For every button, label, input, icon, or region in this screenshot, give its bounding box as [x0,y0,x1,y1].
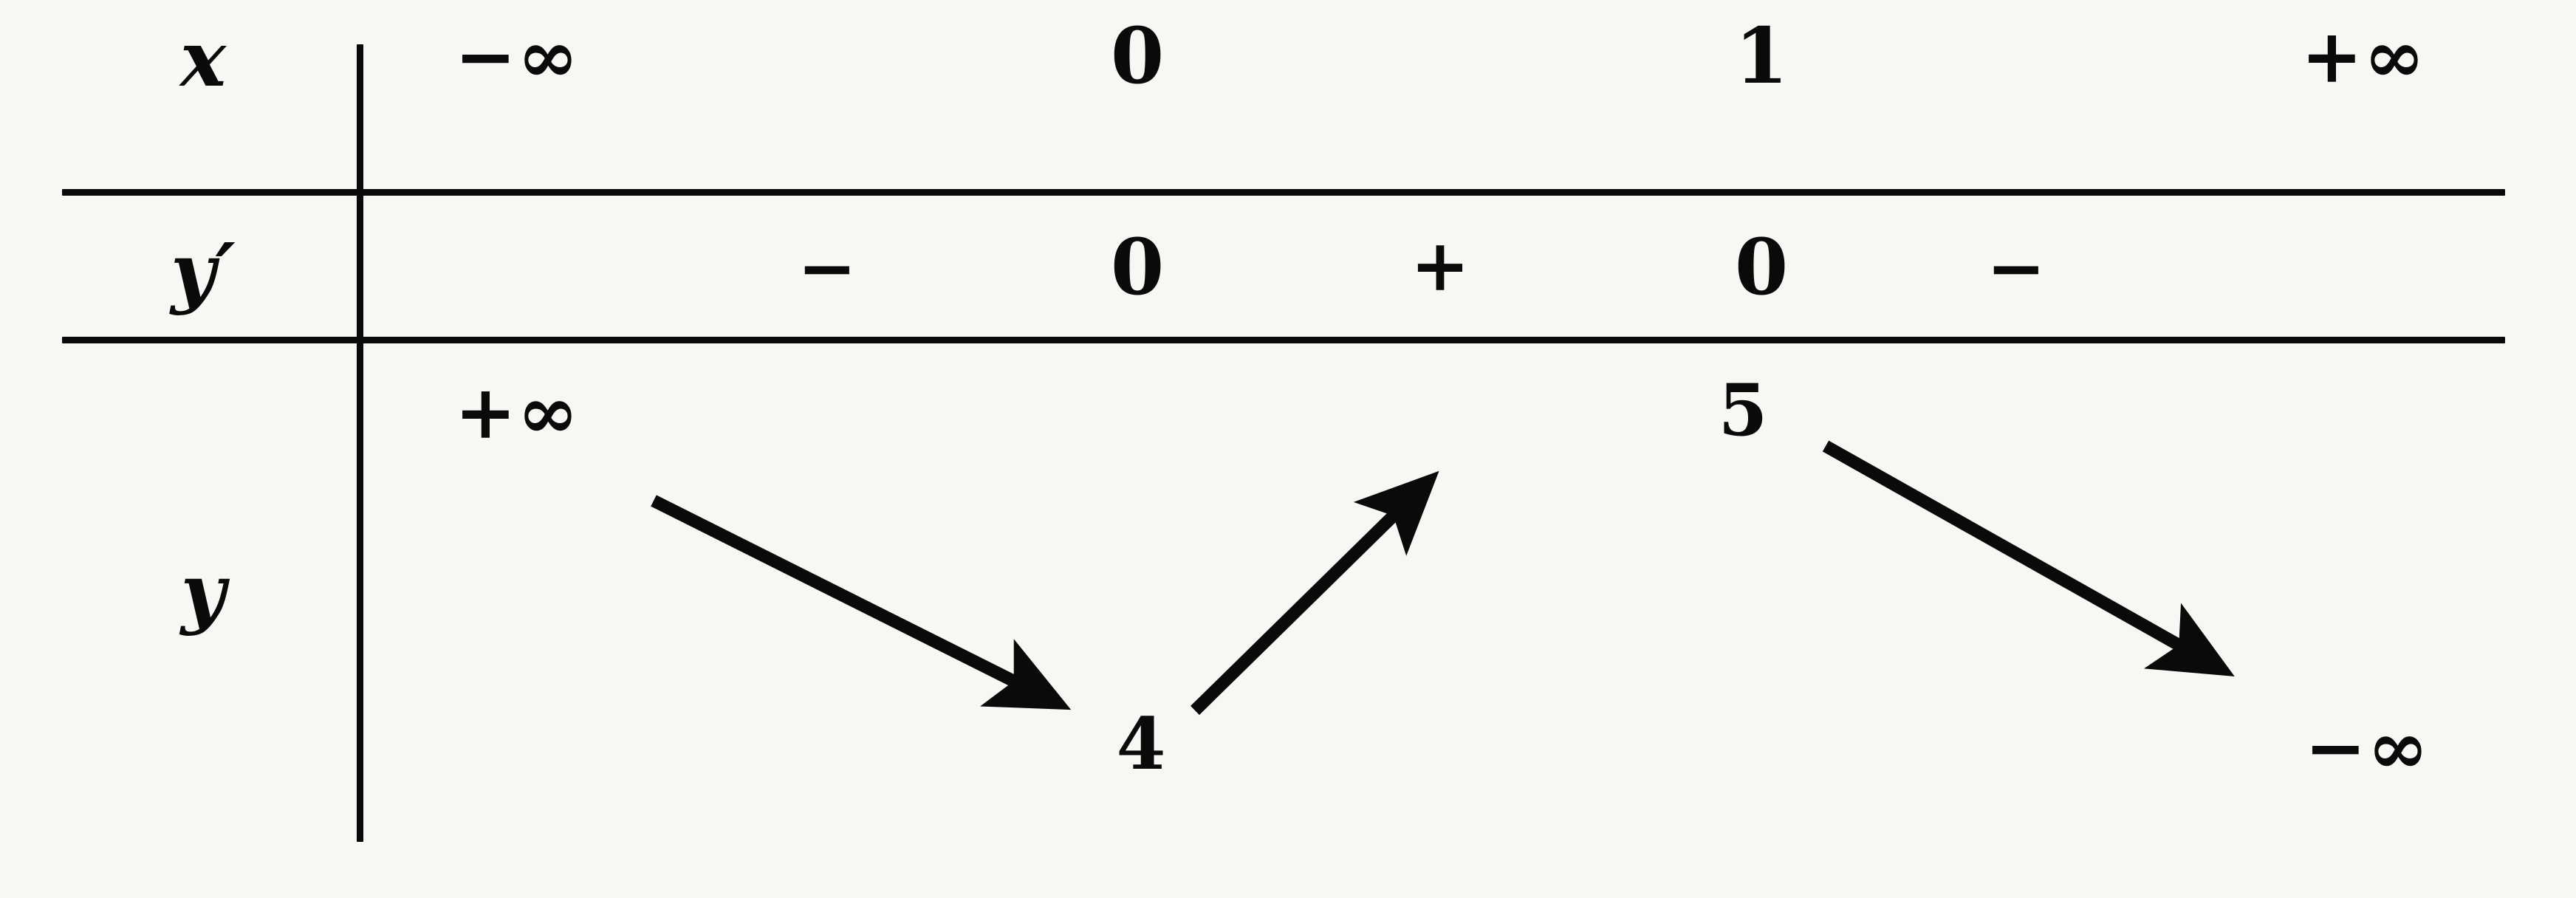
y-value-five: 5 [1718,369,1768,452]
arrow-decreasing-1 [651,495,1072,710]
table-rule-middle [62,337,2505,343]
row-label-y: y [180,546,226,637]
row-label-x: x [179,13,226,104]
arrow-increasing [1191,470,1439,716]
y-value-four: 4 [1116,702,1166,786]
table-vertical-divider [357,44,363,842]
row-label-y-prime: y′ [171,226,236,317]
arrow-decreasing-2 [1822,440,2235,677]
x-value-zero: 0 [1110,10,1165,101]
yprime-sign-minus-2: − [1986,226,2046,309]
table-rule-top [62,189,2505,196]
yprime-zero-1: 0 [1110,222,1165,312]
yprime-sign-plus: + [1410,224,1470,307]
yprime-zero-2: 0 [1734,222,1789,312]
x-value-one: 1 [1734,10,1789,101]
y-value-pos-infinity: +∞ [454,369,580,456]
x-value-pos-infinity: +∞ [2301,13,2426,100]
yprime-sign-minus-1: − [797,226,857,309]
x-value-neg-infinity: −∞ [454,13,580,100]
y-value-neg-infinity: −∞ [2304,704,2430,791]
